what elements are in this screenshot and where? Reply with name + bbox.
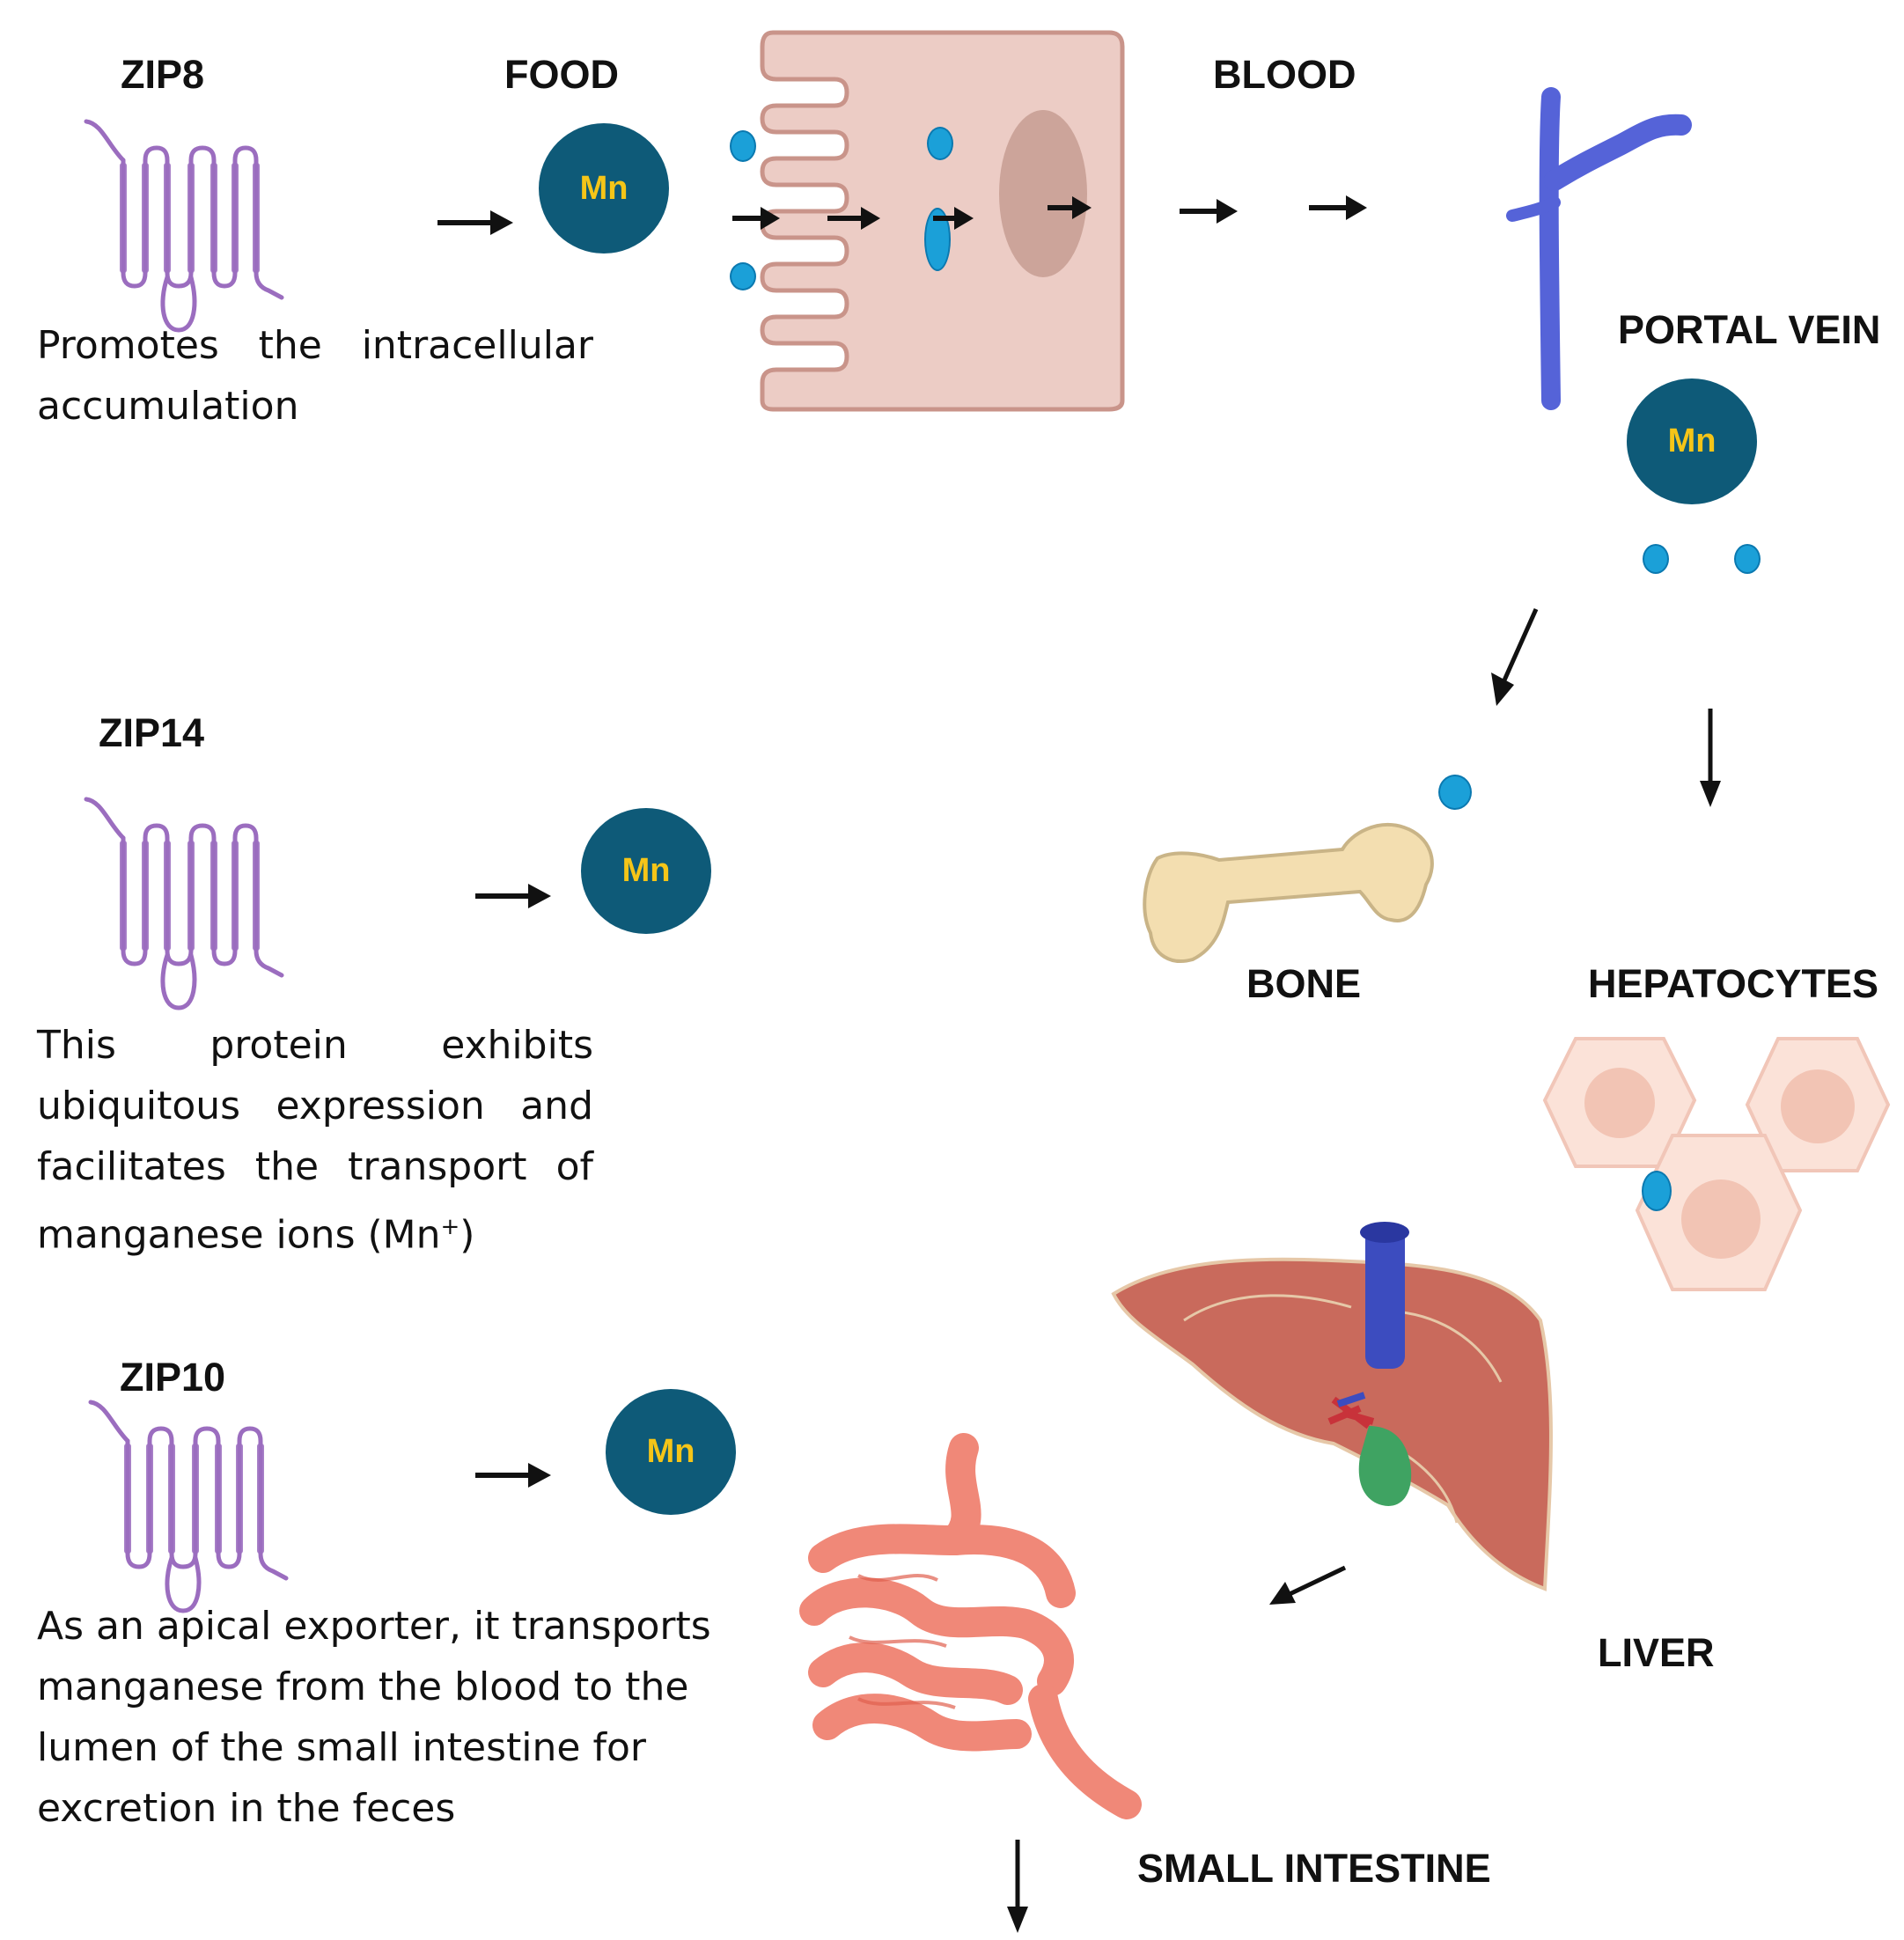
zip14-transporter-icon	[84, 797, 284, 1010]
zip8-description: Promotes the intracellular accumulation	[37, 323, 593, 429]
small-intestine-label: SMALL INTESTINE	[1137, 1846, 1491, 1891]
zip10-title: ZIP10	[120, 1355, 226, 1400]
bone-icon	[1143, 823, 1434, 963]
mn-ion-dot	[1642, 1171, 1672, 1211]
arrow-icon	[732, 207, 780, 230]
mn-ion-zip14: Mn	[581, 808, 711, 934]
arrow-icon	[437, 210, 513, 235]
portal-vein-icon	[1506, 87, 1692, 410]
food-label: FOOD	[504, 52, 619, 97]
zip10-description: As an apical exporter, it transports man…	[37, 1604, 711, 1831]
arrow-icon	[827, 207, 880, 230]
mn-ion-dot	[1643, 544, 1669, 574]
zip8-title: ZIP8	[121, 52, 205, 97]
portal-vein-label: PORTAL VEIN	[1618, 307, 1881, 352]
mn-ion-dot	[730, 262, 756, 290]
arrow-icon	[1491, 607, 1539, 706]
liver-icon	[1111, 1222, 1553, 1591]
mn-ion-portal: Mn	[1627, 378, 1757, 504]
zip14-title: ZIP14	[99, 710, 205, 755]
mn-ion-zip10: Mn	[606, 1389, 736, 1515]
arrow-icon	[1180, 199, 1238, 224]
mn-ion-food: Mn	[539, 123, 669, 254]
arrow-icon	[1048, 196, 1092, 219]
liver-label: LIVER	[1598, 1630, 1715, 1675]
arrow-icon	[1269, 1565, 1347, 1605]
mn-ion-dot	[1734, 544, 1761, 574]
hepatocytes-label: HEPATOCYTES	[1588, 961, 1879, 1006]
mn-ion-dot	[730, 130, 756, 162]
bone-label: BONE	[1246, 961, 1362, 1006]
zip10-transporter-icon	[88, 1400, 289, 1613]
arrow-icon	[1700, 709, 1721, 807]
mn-ion-dot	[1438, 775, 1472, 810]
arrow-icon	[475, 884, 551, 908]
hepatocytes-icon	[1542, 1037, 1891, 1291]
arrow-icon	[475, 1463, 551, 1488]
zip8-transporter-icon	[84, 119, 284, 333]
arrow-icon	[933, 207, 974, 230]
small-intestine-icon	[799, 1433, 1142, 1819]
arrow-icon	[1007, 1840, 1028, 1933]
arrow-icon	[1309, 195, 1367, 220]
blood-label: BLOOD	[1213, 52, 1356, 97]
mn-ion-dot	[927, 127, 953, 160]
zip14-description: This protein exhibits ubiquitous express…	[37, 1023, 593, 1258]
